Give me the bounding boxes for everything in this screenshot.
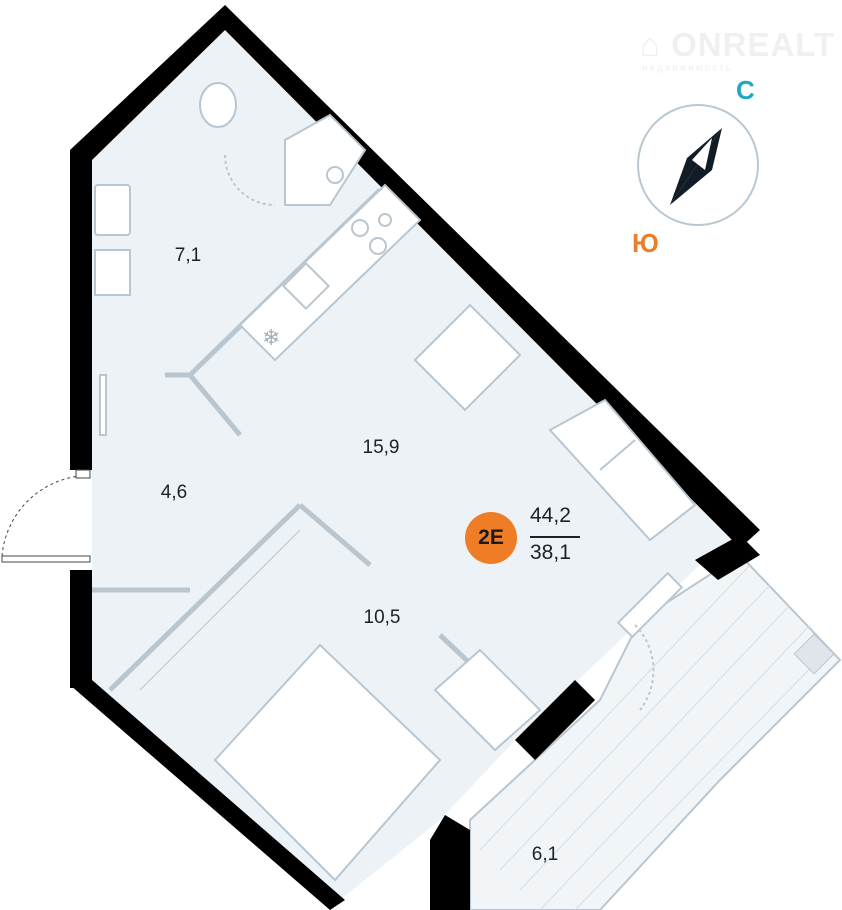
watermark-subtitle: недвижимость	[642, 63, 734, 74]
compass-south-label: Ю	[632, 228, 659, 258]
compass-circle	[637, 104, 759, 226]
compass-north-label: С	[736, 75, 755, 105]
living-furniture	[413, 303, 697, 542]
apartment-type-badge: 2E	[465, 512, 517, 564]
room-area-balcony: 6,1	[531, 844, 559, 865]
area-divider	[530, 536, 580, 538]
compass	[637, 104, 759, 226]
wall-balcony-segment	[515, 680, 595, 760]
kitchen-unit: ❄	[238, 183, 422, 362]
wall-corner-right	[695, 535, 760, 580]
wall-left-upper	[70, 150, 92, 470]
bedroom-furniture	[109, 504, 684, 882]
bathroom-fixtures	[94, 82, 367, 436]
shower	[284, 113, 367, 206]
balcony-decking	[479, 564, 831, 910]
balcony-column	[793, 633, 835, 675]
balcony-floor	[469, 553, 842, 910]
sofa	[548, 398, 697, 542]
watermark-logo: ⌂ ONREALT	[640, 26, 836, 63]
total-area: 44,2	[530, 504, 571, 527]
desk	[433, 648, 542, 752]
bed	[213, 643, 442, 882]
washing-machine	[94, 249, 131, 296]
entrance-door	[1, 469, 91, 563]
room-area-bathroom: 7,1	[174, 245, 202, 266]
washbasin	[94, 184, 131, 236]
walls	[70, 5, 760, 910]
wall-top	[70, 5, 760, 548]
wall-bottom-left	[70, 680, 345, 910]
room-area-hallway: 4,6	[160, 482, 188, 503]
dining-table	[413, 303, 522, 412]
window-sill	[616, 571, 684, 639]
toilet	[199, 82, 237, 128]
room-area-living: 15,9	[362, 437, 400, 458]
wall-bottom	[430, 815, 470, 910]
room-area-bedroom: 10,5	[363, 607, 401, 628]
living-area: 38,1	[530, 541, 571, 564]
wall-left-lower	[70, 570, 92, 688]
svg-text:❄: ❄	[262, 325, 280, 350]
